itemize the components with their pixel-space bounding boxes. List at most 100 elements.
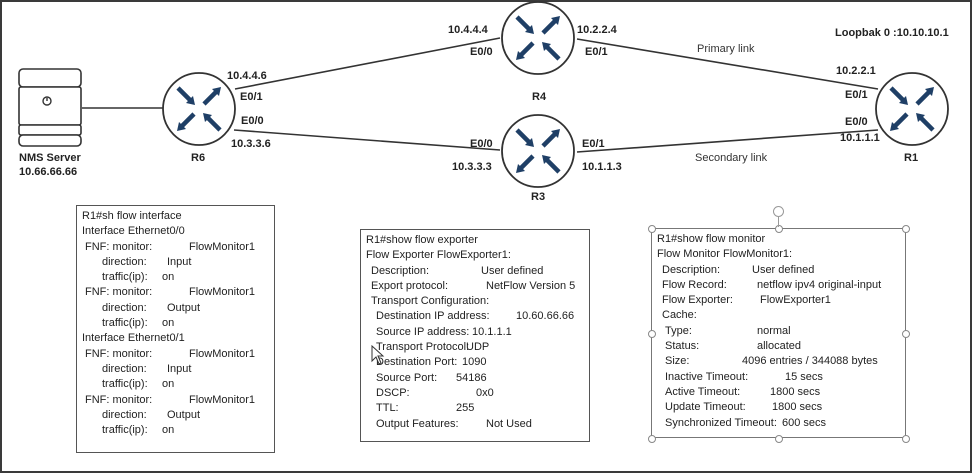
cli-line-value: 54186 xyxy=(456,371,487,384)
cli-line-value: Not Used xyxy=(486,417,532,430)
cli-line: Size: 4096 entries / 344088 bytes xyxy=(657,354,900,369)
cli-line-value: 0x0 xyxy=(476,386,494,399)
cli-line-value: Output xyxy=(167,301,201,314)
cli-line-value: allocated xyxy=(757,340,802,353)
cli-line: traffic(ip):on xyxy=(82,423,269,438)
cli-line: Flow Exporter FlowExporter1: xyxy=(366,248,584,263)
r1-e01-label: E0/1 xyxy=(845,89,868,101)
r6-name: R6 xyxy=(191,152,206,164)
cli-line-value: 1090 xyxy=(462,356,487,369)
cli-line-key: Output Features: xyxy=(376,417,459,430)
r3-e01-label: E0/1 xyxy=(582,138,605,150)
r1-e00-ip: 10.1.1.1 xyxy=(840,132,880,144)
r3-name: R3 xyxy=(531,191,546,203)
cli-line-key: Flow Exporter FlowExporter1: xyxy=(366,249,511,262)
cli-line-key: Active Timeout: xyxy=(665,385,741,398)
cli-line-value: FlowMonitor1 xyxy=(189,240,256,253)
router-r3-icon xyxy=(502,115,574,187)
cli-line: TTL:255 xyxy=(366,401,584,416)
cli-line-value: User defined xyxy=(481,264,544,277)
cli-line-key: Synchronized Timeout: xyxy=(665,416,777,429)
cli-line: Destination IP address: 10.60.66.66 xyxy=(366,309,584,324)
cli-line: FNF: monitor:FlowMonitor1 xyxy=(82,393,269,408)
cli-line: Export protocol:NetFlow Version 5 xyxy=(366,279,584,294)
cli-line: R1#show flow exporter xyxy=(366,233,584,248)
cli-line-value: 255 xyxy=(456,402,475,415)
cli-line-key: R1#show flow monitor xyxy=(657,233,766,245)
cli-line-key: direction: xyxy=(102,255,147,268)
r4-name: R4 xyxy=(532,91,547,103)
resize-handle[interactable] xyxy=(902,330,910,338)
resize-handle[interactable] xyxy=(648,435,656,443)
r3-e01-ip: 10.1.1.3 xyxy=(582,161,622,173)
cli-line-key: Source Port: xyxy=(376,371,438,384)
cli-line-key: Update Timeout: xyxy=(665,401,746,414)
cli-line: Type:normal xyxy=(657,324,900,339)
cli-line-key: Transport Protocol: xyxy=(376,341,470,354)
cli-line: direction:Output xyxy=(82,301,269,316)
cli-line: Transport Protocol:UDP xyxy=(366,340,584,355)
resize-handle[interactable] xyxy=(775,435,783,443)
cli-line-value: 15 secs xyxy=(785,370,823,383)
cli-line: Active Timeout: 1800 secs xyxy=(657,385,900,400)
cli-line: FNF: monitor: FlowMonitor1 xyxy=(82,347,269,362)
cli-line-value: 1800 secs xyxy=(770,385,821,398)
cli-line: Flow Exporter:FlowExporter1 xyxy=(657,293,900,308)
resize-handle[interactable] xyxy=(775,225,783,233)
primary-link-label: Primary link xyxy=(697,43,755,55)
cli-line-key: R1#show flow exporter xyxy=(366,234,478,246)
r6-e00-ip: 10.3.3.6 xyxy=(231,138,271,150)
cli-line: Interface Ethernet0/1 xyxy=(82,331,269,346)
cli-line-key: Interface Ethernet0/0 xyxy=(82,225,185,238)
r4-e00-ip: 10.4.4.4 xyxy=(448,24,488,36)
cli-line-value: 10.1.1.1 xyxy=(472,325,512,338)
cli-line-key: Flow Exporter: xyxy=(662,294,733,307)
cli-line: Destination Port:1090 xyxy=(366,355,584,370)
cli-line-key: Flow Monitor FlowMonitor1: xyxy=(657,248,793,261)
cli-line-value: 10.60.66.66 xyxy=(516,310,575,323)
cli-line-key: DSCP: xyxy=(376,386,410,399)
cli-line-key: Size: xyxy=(665,355,690,368)
cli-line-value: netflow ipv4 original-input xyxy=(757,278,882,291)
cli-line: R1#show flow monitor xyxy=(657,232,900,247)
r1-name: R1 xyxy=(904,152,919,164)
cli-line-value: on xyxy=(162,317,175,330)
secondary-link-label: Secondary link xyxy=(695,152,768,164)
r1-loopback: Loopbak 0 :10.10.10.1 xyxy=(835,27,949,39)
cli-line-key: Destination IP address: xyxy=(376,310,490,323)
r6-e01-label: E0/1 xyxy=(240,91,263,103)
resize-handle[interactable] xyxy=(648,225,656,233)
resize-handle[interactable] xyxy=(648,330,656,338)
resize-handle[interactable] xyxy=(902,225,910,233)
cli-line: traffic(ip):on xyxy=(82,316,269,331)
cli-line-key: traffic(ip): xyxy=(102,424,148,437)
cli-line: Description:User defined xyxy=(366,264,584,279)
cli-line-key: Export protocol: xyxy=(371,279,449,292)
cli-line: Synchronized Timeout: 600 secs xyxy=(657,416,900,431)
cli-line-value: FlowMonitor1 xyxy=(189,347,256,360)
cli-line-value: 600 secs xyxy=(782,416,827,429)
cli-line-value: FlowMonitor1 xyxy=(189,393,256,406)
cli-line-key: Inactive Timeout: xyxy=(665,370,749,383)
cli-line: Description:User defined xyxy=(657,263,900,278)
router-r4-icon xyxy=(502,2,574,74)
link-r6-r4 xyxy=(234,37,501,90)
cli-line-value: 4096 entries / 344088 bytes xyxy=(742,355,878,368)
cli-line-key: direction: xyxy=(102,362,147,375)
cli-line-value: Output xyxy=(167,408,201,421)
rotate-handle-icon[interactable] xyxy=(773,206,784,217)
cli-line-value: on xyxy=(162,271,175,284)
cli-line-key: Cache: xyxy=(662,309,697,322)
cli-line-value: UDP xyxy=(466,341,490,354)
cli-line: DSCP: 0x0 xyxy=(366,386,584,401)
cli-line-key: direction: xyxy=(102,408,147,421)
cli-line: Update Timeout:1800 secs xyxy=(657,400,900,415)
cli-line-key: FNF: monitor: xyxy=(85,347,153,360)
cli-line: Source Port: 54186 xyxy=(366,371,584,386)
r3-e00-ip: 10.3.3.3 xyxy=(452,161,492,173)
resize-handle[interactable] xyxy=(902,435,910,443)
r1-e01-ip: 10.2.2.1 xyxy=(836,65,876,77)
cli-line-value: FlowMonitor1 xyxy=(189,286,256,299)
